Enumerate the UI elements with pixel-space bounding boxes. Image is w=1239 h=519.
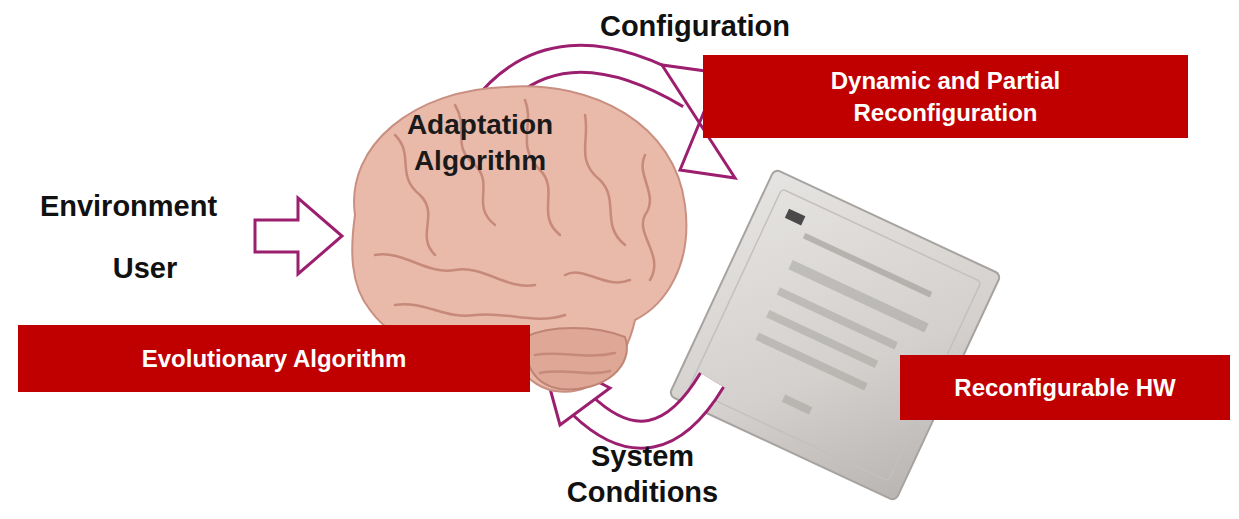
box-label: Dynamic and Partial Reconfiguration xyxy=(781,65,1111,127)
process-box: Evolutionary Algorithm xyxy=(18,325,530,392)
input-label: User xyxy=(90,250,200,286)
box-label: Evolutionary Algorithm xyxy=(142,343,406,374)
arrow-label: Configuration xyxy=(560,8,830,44)
process-box: Dynamic and Partial Reconfiguration xyxy=(703,55,1188,138)
process-box: Reconfigurable HW xyxy=(900,355,1230,420)
box-label: Reconfigurable HW xyxy=(954,372,1175,403)
arrow-label: System Conditions xyxy=(545,438,740,511)
input-label: Environment xyxy=(6,188,251,224)
input-arrow xyxy=(255,198,342,274)
node-title: Adaptation Algorithm xyxy=(365,107,595,180)
